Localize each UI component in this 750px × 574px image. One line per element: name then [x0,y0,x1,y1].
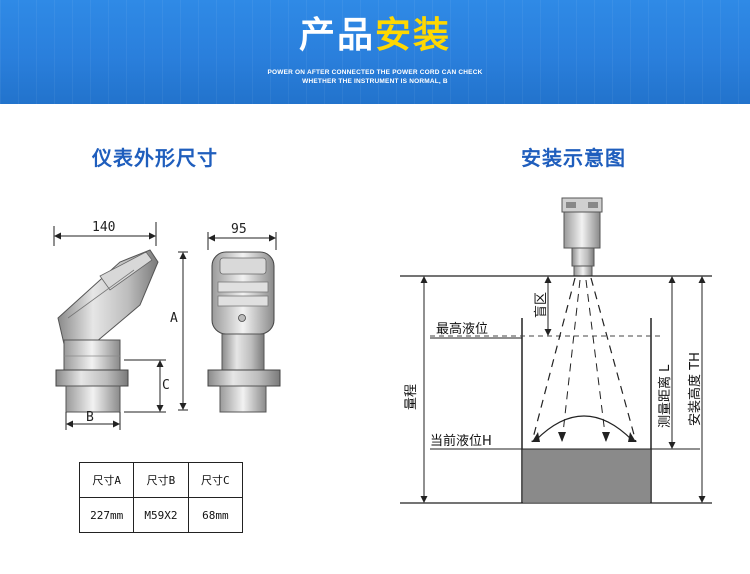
dim-140-label: 140 [92,220,115,235]
dim-a-label: A [170,311,178,326]
blind-zone-label: 盲区 [533,292,549,318]
front-view-drawing: 95 A [170,222,281,413]
table-cell: M59X2 [133,497,189,533]
banner-title: 产品安装 [0,14,750,58]
banner-subtitle-line2: WHETHER THE INSTRUMENT IS NORMAL, B [302,78,448,85]
liquid-fill [523,449,650,502]
table-header-cell: 尺寸A [78,462,135,498]
installation-section-title: 安装示意图 [521,146,626,170]
table-header-cell: 尺寸C [187,462,244,498]
install-height-label: 安装高度 TH [687,352,703,426]
dimension-table: 尺寸A 尺寸B 尺寸C 227mm M59X2 68mm [78,462,244,533]
table-row: 227mm M59X2 68mm [78,497,244,533]
banner-title-part1: 产品 [298,15,375,56]
installation-diagram: 盲区 最高液位 量程 当前液位H 测量距离 L 安装高度 TH [400,197,712,504]
current-level-label: 当前液位H [430,433,492,449]
table-cell: 68mm [187,497,244,533]
range-label: 量程 [404,384,419,410]
dim-c-label: C [162,378,170,393]
table-header-row: 尺寸A 尺寸B 尺寸C [78,462,244,498]
dim-95-label: 95 [231,222,247,237]
dimensions-section-title: 仪表外形尺寸 [92,146,218,170]
table-header-cell: 尺寸B [133,462,189,498]
dim-b-label: B [86,410,94,425]
measure-distance-label: 测量距离 L [657,364,673,428]
table-cell: 227mm [78,497,135,533]
max-level-label: 最高液位 [436,321,488,337]
header-banner: 产品安装 POWER ON AFTER CONNECTED THE POWER … [0,0,750,104]
side-view-drawing: 140 B C [53,220,170,430]
banner-subtitle-line1: POWER ON AFTER CONNECTED THE POWER CORD … [267,69,483,76]
banner-title-part2: 安装 [375,15,452,56]
